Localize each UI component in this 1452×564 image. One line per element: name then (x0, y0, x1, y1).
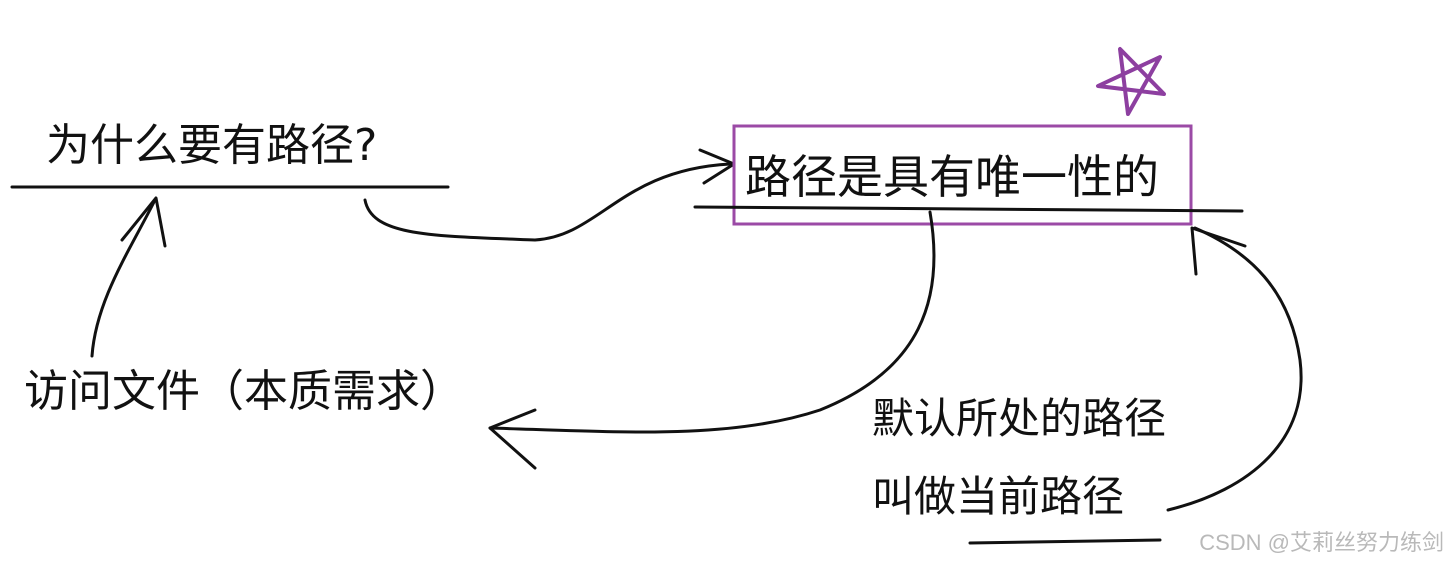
star-doodle (1096, 47, 1166, 116)
unique-underline (693, 205, 1244, 213)
arrow-current-to-unique-head (1190, 226, 1247, 276)
arrow-unique-to-access (488, 210, 936, 434)
unique-highlight-box (732, 124, 1193, 226)
arrow-unique-to-access-head (488, 408, 537, 470)
current-path-label: 叫做当前路径 (872, 472, 1125, 521)
arrow-current-to-unique (1166, 226, 1303, 512)
arrow-question-to-unique (363, 162, 732, 242)
current-underline (968, 538, 1162, 545)
arrow-access-to-question (90, 198, 157, 358)
why-path-label: 为什么要有路径? (46, 120, 378, 171)
arrow-access-to-question-head (120, 196, 167, 248)
unique-path-label: 路径是具有唯一性的 (745, 150, 1159, 204)
default-path-label: 默认所处的路径 (872, 394, 1167, 443)
csdn-watermark: CSDN @艾莉丝努力练剑 (1199, 530, 1444, 555)
access-file-label: 访问文件（本质需求） (24, 366, 464, 417)
